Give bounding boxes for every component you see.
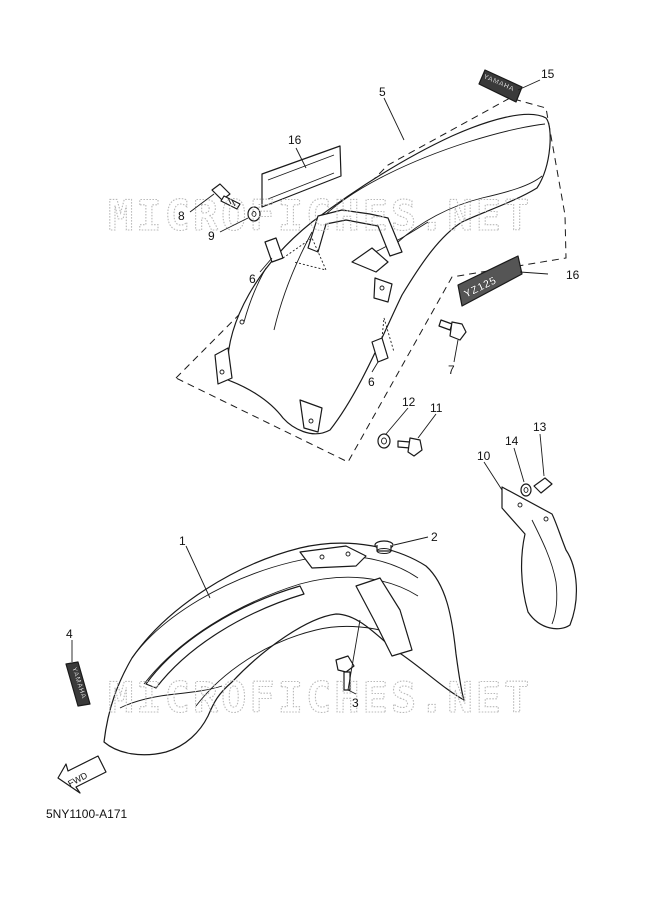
front-fender-assembly: YAMAHA (65, 540, 465, 756)
clip-nut-6-upper (264, 237, 327, 271)
callout-16-upper: 16 (288, 133, 302, 147)
callout-9: 9 (208, 229, 215, 243)
callout-6-lower: 6 (368, 375, 375, 389)
bolt-7 (438, 319, 467, 341)
grommet-2 (374, 540, 394, 554)
yamaha-decal-rear: YAMAHA (478, 69, 523, 103)
callout-4: 4 (66, 627, 73, 641)
watermark-top: MICROFICHES.NET (108, 191, 532, 240)
yamaha-decal-front: YAMAHA (65, 661, 91, 707)
callout-12: 12 (402, 395, 416, 409)
callout-7: 7 (448, 363, 455, 377)
callout-10: 10 (477, 449, 491, 463)
callout-1: 1 (179, 534, 186, 548)
washer-9 (247, 206, 261, 222)
callout-13: 13 (533, 420, 547, 434)
screw-13 (533, 477, 553, 494)
callout-numbers: 5 15 16 16 8 9 6 6 7 12 11 10 14 13 1 2 … (66, 67, 580, 710)
side-decal-16-upper (261, 145, 342, 208)
clip-nut-6-lower (371, 317, 395, 363)
callout-11: 11 (430, 401, 443, 415)
collar-12 (377, 433, 391, 449)
callout-8: 8 (178, 209, 185, 223)
callout-5: 5 (379, 85, 386, 99)
bolt-8 (211, 183, 241, 210)
mud-flap-10 (501, 486, 577, 630)
rear-fender (214, 113, 551, 435)
watermark-bottom: MICROFICHES.NET (108, 673, 532, 722)
callout-14: 14 (505, 434, 519, 448)
washer-14 (520, 483, 532, 497)
model-badge-decal: YZ125 (457, 255, 523, 307)
bolt-3 (335, 655, 355, 691)
bolt-11 (397, 437, 423, 457)
callout-2: 2 (431, 530, 438, 544)
callout-16-right: 16 (566, 268, 580, 282)
diagram-code: 5NY1100-A171 (46, 807, 127, 821)
front-fender (103, 542, 465, 756)
forward-direction-arrow: FWD (57, 755, 107, 794)
rear-fender-assembly: YAMAHA YZ125 (175, 69, 567, 463)
callout-6-upper: 6 (249, 272, 256, 286)
leader-lines (71, 79, 549, 695)
callout-3: 3 (352, 696, 359, 710)
mud-flap-assembly (501, 477, 577, 630)
callout-15: 15 (541, 67, 555, 81)
